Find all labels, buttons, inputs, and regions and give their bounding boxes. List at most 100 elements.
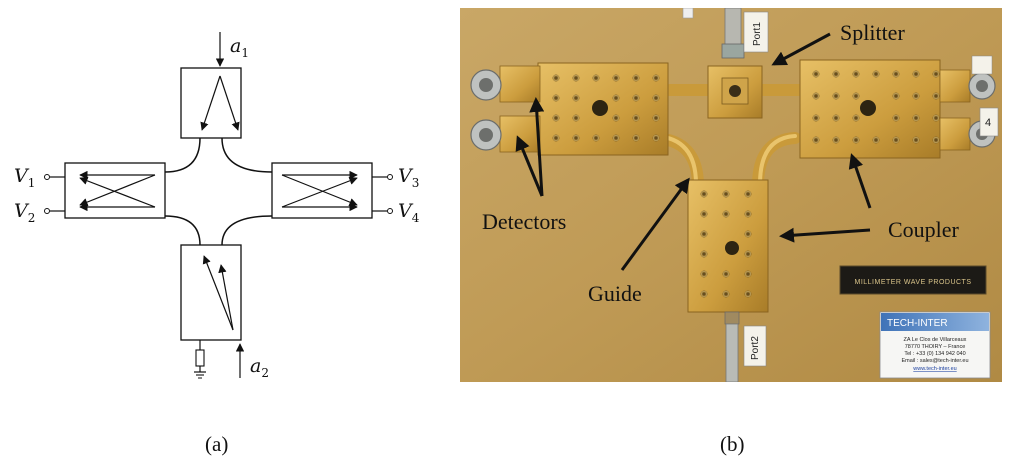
screw-hole (653, 95, 659, 101)
screw-hole (633, 75, 639, 81)
svg-text:www.tech-inter.eu: www.tech-inter.eu (912, 366, 956, 372)
v1-port (45, 175, 50, 180)
screw-hole (633, 135, 639, 141)
label-v3: V3 (398, 165, 419, 190)
screw-hole (723, 211, 729, 217)
screw-hole (701, 191, 707, 197)
screw-hole (553, 135, 559, 141)
screw-hole (613, 135, 619, 141)
screw-hole (723, 291, 729, 297)
label-detectors: Detectors (482, 209, 566, 234)
waveguide-connections (165, 138, 272, 245)
screw-hole (833, 93, 839, 99)
screw-hole (593, 135, 599, 141)
right-coupler-block (272, 163, 372, 218)
screw-hole (745, 211, 751, 217)
screw-hole (745, 291, 751, 297)
screw-hole (853, 93, 859, 99)
screw-hole (833, 115, 839, 121)
v4-port (388, 209, 393, 214)
top-splitter-block (181, 68, 241, 138)
screw-hole (913, 115, 919, 121)
screw-hole (701, 231, 707, 237)
screw-hole (853, 115, 859, 121)
port2-tag: Port2 (744, 326, 766, 366)
screw-hole (573, 75, 579, 81)
screw-hole (913, 93, 919, 99)
screw-hole (553, 115, 559, 121)
screw-hole (553, 75, 559, 81)
screw-hole (933, 71, 939, 77)
schematic-diagram: a1 V1 V2 V3 V4 (0, 0, 440, 430)
screw-hole (813, 71, 819, 77)
screw-hole (745, 271, 751, 277)
screw-hole (553, 95, 559, 101)
svg-text:Tel : +33 (0) 134 942 040: Tel : +33 (0) 134 942 040 (904, 351, 965, 357)
screw-hole (613, 95, 619, 101)
svg-text:4: 4 (985, 117, 991, 129)
screw-hole (653, 115, 659, 121)
screw-hole (593, 75, 599, 81)
label-v2: V2 (14, 200, 35, 225)
screw-hole (745, 231, 751, 237)
screw-hole (813, 115, 819, 121)
screw-hole (933, 93, 939, 99)
screw-hole (873, 71, 879, 77)
screw-hole (573, 95, 579, 101)
screw-hole (813, 137, 819, 143)
port1-tag: Port1 (744, 12, 768, 52)
screw-hole (701, 291, 707, 297)
bottom-coupler-block (181, 245, 241, 340)
screw-hole (723, 271, 729, 277)
left-coupler-block (65, 163, 165, 218)
screw-hole (573, 135, 579, 141)
screw-hole (833, 71, 839, 77)
matched-load-icon (194, 340, 206, 378)
svg-text:MILLIMETER WAVE PRODUCTS: MILLIMETER WAVE PRODUCTS (854, 279, 971, 286)
four-tag: 4 (980, 108, 998, 136)
screw-hole (653, 135, 659, 141)
screw-hole (873, 137, 879, 143)
screw-hole (613, 115, 619, 121)
screw-hole (745, 191, 751, 197)
screw-hole (933, 115, 939, 121)
screw-hole (723, 191, 729, 197)
label-splitter: Splitter (840, 20, 905, 45)
bottom-input-connector (725, 312, 739, 382)
svg-text:Port2: Port2 (750, 336, 761, 360)
screw-hole (613, 75, 619, 81)
screw-hole (833, 137, 839, 143)
screw-hole (933, 137, 939, 143)
screw-hole (853, 137, 859, 143)
screw-hole (853, 71, 859, 77)
label-a1: a1 (230, 35, 249, 60)
label-v4: V4 (398, 200, 420, 225)
hardware-photograph: Port1 Port2 (460, 8, 1002, 382)
screw-hole (813, 93, 819, 99)
screw-hole (913, 137, 919, 143)
screw-hole (745, 251, 751, 257)
screw-hole (701, 251, 707, 257)
screw-hole (701, 271, 707, 277)
label-guide: Guide (588, 281, 642, 306)
svg-text:TECH-INTER: TECH-INTER (887, 318, 948, 329)
screw-hole (893, 71, 899, 77)
screw-hole (633, 115, 639, 121)
svg-text:Port1: Port1 (752, 22, 763, 46)
caption-b: (b) (720, 432, 745, 457)
screw-hole (653, 75, 659, 81)
v3-port (388, 175, 393, 180)
screw-hole (893, 93, 899, 99)
caption-a: (a) (205, 432, 228, 457)
screw-hole (893, 115, 899, 121)
splitter-block (708, 66, 762, 118)
svg-text:Email : sales@tech-inter.eu: Email : sales@tech-inter.eu (901, 358, 968, 364)
v2-port (45, 209, 50, 214)
screw-hole (701, 211, 707, 217)
millimeter-wave-products-plaque: MILLIMETER WAVE PRODUCTS (840, 266, 986, 294)
svg-text:78770 THOIRY – France: 78770 THOIRY – France (905, 344, 966, 350)
screw-hole (913, 71, 919, 77)
screw-hole (893, 137, 899, 143)
svg-text:ZA Le Clos de Villarceaux: ZA Le Clos de Villarceaux (904, 337, 967, 343)
label-v1: V1 (14, 165, 35, 190)
